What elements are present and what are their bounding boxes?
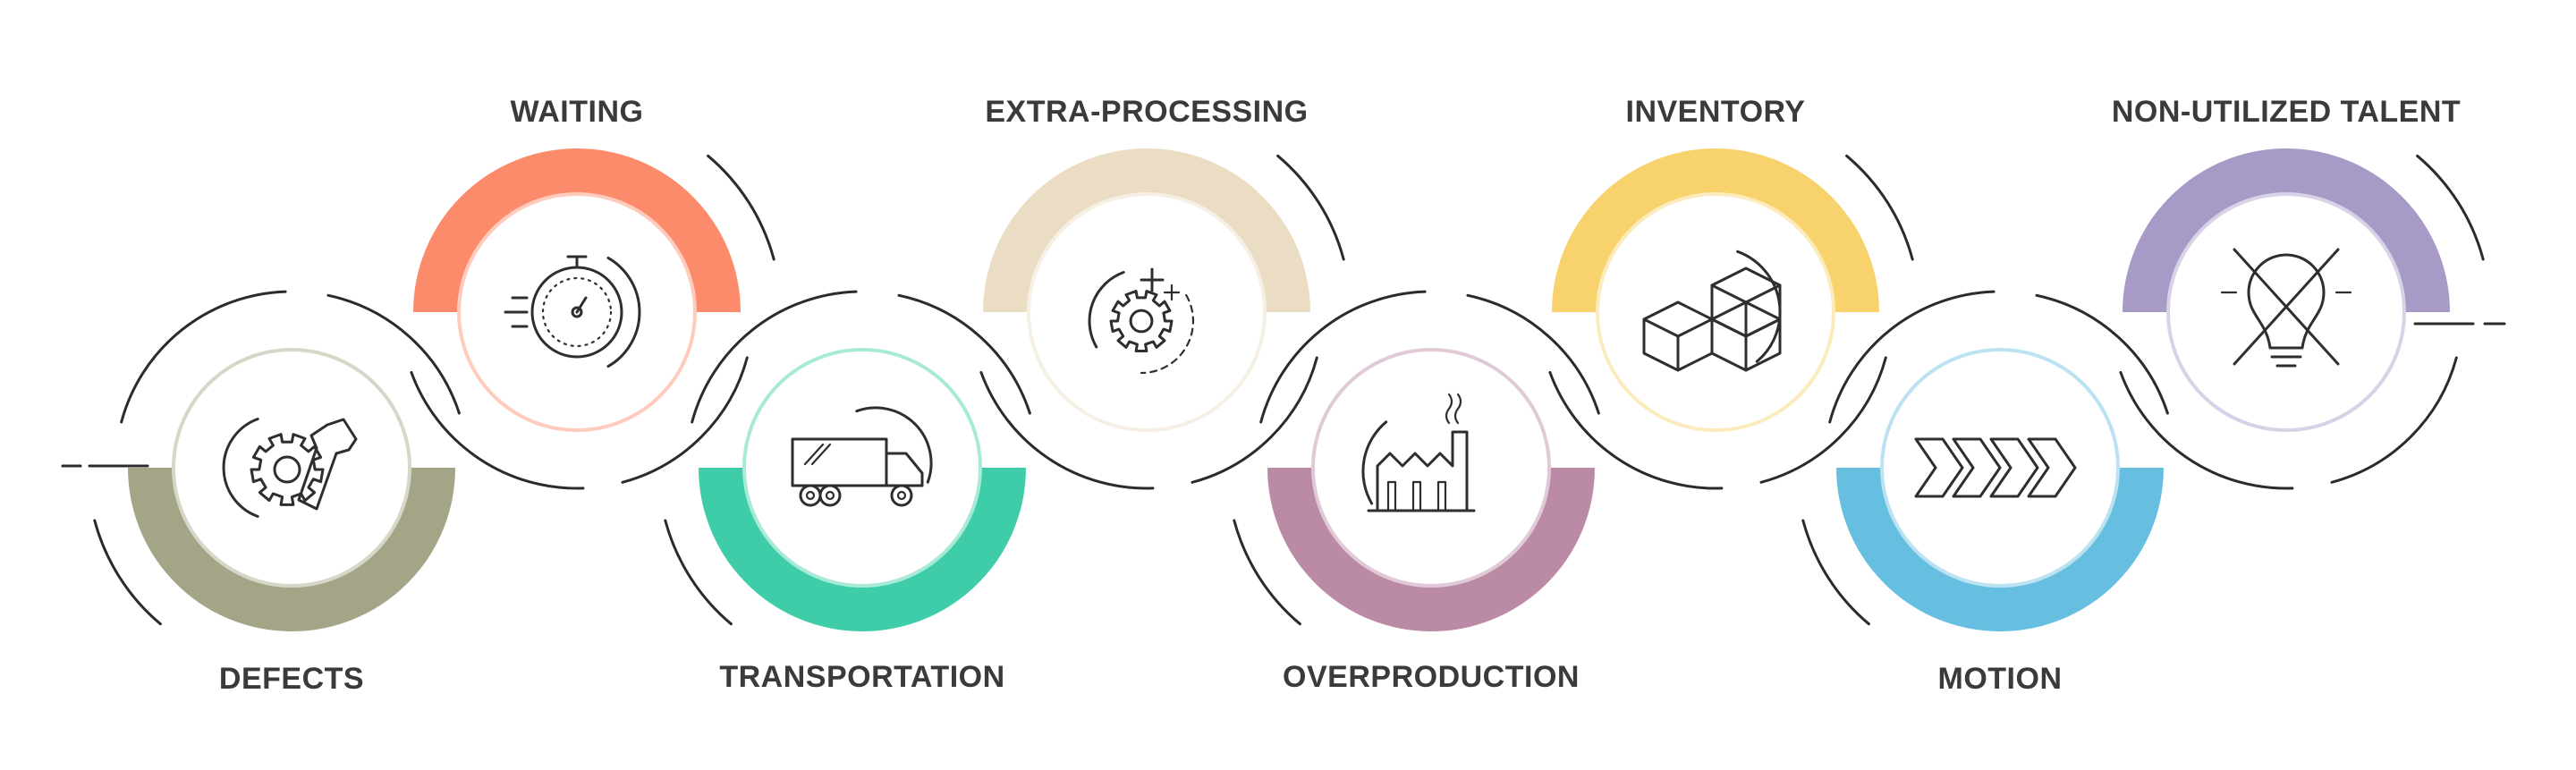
chevrons-icon: [1989, 437, 2039, 498]
ring-outline-overproduction: [1259, 290, 1427, 424]
factory-icon: [1386, 480, 1397, 512]
crossed-bulb-icon: [2247, 253, 2326, 350]
ring-outline-waiting: [410, 370, 585, 490]
boxes-icon: [1736, 250, 1782, 363]
ring-outline-non-utilized-talent: [2119, 370, 2294, 490]
ring-inner-inventory: [1596, 192, 1835, 432]
gear-wrench-icon: [297, 418, 358, 511]
chevrons-icon: [1914, 437, 2077, 498]
stopwatch-icon: [575, 296, 588, 314]
factory-icon: [1376, 430, 1469, 512]
ring-outline-transportation: [897, 293, 1031, 415]
truck-icon: [810, 443, 832, 466]
crossed-bulb-icon: [2220, 248, 2352, 368]
accent-arc-transportation: [664, 519, 733, 626]
stopwatch-icon: [606, 256, 641, 368]
crossed-bulb-icon: [2233, 248, 2340, 366]
factory-icon: [1453, 393, 1462, 425]
accent-arc-extra-processing: [1276, 154, 1345, 261]
accent-arc-inventory: [1845, 154, 1914, 261]
ring-inner-transportation: [742, 348, 982, 588]
ring-inner-defects: [172, 348, 411, 588]
ring-outline-waiting: [621, 356, 749, 484]
chevrons-icon: [1914, 437, 1964, 498]
gear-process-icon: [1088, 271, 1125, 349]
ring-band-waiting: [413, 148, 741, 313]
ring-band-defects: [128, 467, 455, 631]
step-label-defects: DEFECTS: [218, 662, 365, 696]
ring-outline-motion: [1828, 290, 1996, 424]
truck-icon: [805, 490, 816, 501]
accent-arc-non-utilized-talent: [2416, 154, 2485, 261]
ring-band-non-utilized-talent: [2123, 148, 2450, 313]
accent-arc-overproduction: [1233, 519, 1301, 626]
accent-arc-waiting: [707, 154, 775, 261]
ring-band-motion: [1836, 467, 2164, 631]
gear-process-icon: [1088, 267, 1195, 375]
boxes-icon: [1710, 283, 1748, 338]
factory-icon: [1361, 393, 1476, 512]
ring-outline-motion: [2035, 293, 2169, 415]
ring-band-transportation: [699, 467, 1026, 631]
step-label-overproduction: OVERPRODUCTION: [1283, 660, 1580, 694]
step-label-motion: MOTION: [1937, 662, 2063, 696]
ring-outline-inventory: [1548, 370, 1724, 490]
truck-icon: [818, 484, 842, 507]
truck-icon: [791, 406, 933, 507]
ring-inner-overproduction: [1311, 348, 1551, 588]
gear-wrench-icon: [273, 455, 301, 484]
stopwatch-icon: [541, 276, 613, 348]
boxes-icon: [1642, 317, 1680, 372]
chevrons-icon: [2027, 437, 2077, 498]
factory-icon: [1411, 480, 1422, 512]
gear-wrench-icon: [222, 418, 358, 518]
boxes-icon: [1710, 317, 1748, 372]
step-label-non-utilized-talent: NON-UTILIZED TALENT: [2111, 95, 2462, 129]
ring-outline-non-utilized-talent: [2330, 356, 2458, 484]
ring-outline-defects: [120, 290, 287, 424]
ring-band-extra-processing: [983, 148, 1310, 313]
ring-band-overproduction: [1267, 467, 1595, 631]
ring-inner-non-utilized-talent: [2166, 192, 2406, 432]
boxes-icon: [1642, 250, 1782, 372]
step-label-inventory: INVENTORY: [1625, 95, 1806, 129]
factory-icon: [1436, 480, 1447, 512]
boxes-icon: [1744, 317, 1782, 372]
ring-outline-inventory: [1759, 356, 1887, 484]
chevrons-icon: [1952, 437, 2002, 498]
factory-icon: [1361, 420, 1388, 505]
gear-process-icon: [1109, 290, 1174, 352]
truck-icon: [890, 484, 913, 507]
step-label-transportation: TRANSPORTATION: [719, 660, 1005, 694]
ring-band-inventory: [1552, 148, 1879, 313]
step-label-extra-processing: EXTRA-PROCESSING: [985, 95, 1309, 129]
accent-arc-defects: [93, 519, 162, 626]
gear-process-icon: [1129, 309, 1154, 334]
ring-outline-overproduction: [1466, 293, 1600, 415]
ring-outline-transportation: [691, 290, 858, 424]
stopwatch-icon: [504, 255, 641, 368]
ring-outline-extra-processing: [1191, 356, 1318, 484]
gear-wrench-icon: [222, 418, 259, 518]
truck-icon: [825, 490, 835, 501]
gear-process-icon: [1140, 293, 1195, 375]
step-label-waiting: WAITING: [510, 95, 644, 129]
truck-icon: [896, 490, 907, 501]
ring-outline-defects: [326, 293, 461, 415]
accent-arc-motion: [1801, 519, 1870, 626]
truck-icon: [855, 406, 933, 484]
ring-outline-extra-processing: [979, 370, 1155, 490]
truck-icon: [885, 452, 924, 487]
factory-icon: [1445, 393, 1453, 425]
stopwatch-icon: [571, 306, 583, 318]
truck-icon: [803, 443, 825, 466]
